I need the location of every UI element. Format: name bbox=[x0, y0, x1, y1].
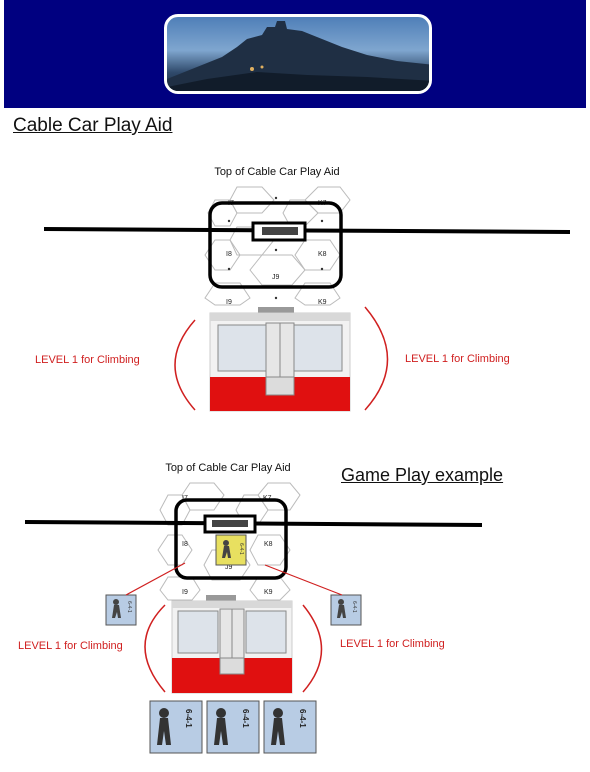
hex-label-i9: I9 bbox=[226, 299, 232, 306]
header-banner bbox=[4, 0, 586, 108]
hex-label-k8: K8 bbox=[318, 251, 327, 258]
example-caption: Top of Cable Car Play Aid bbox=[165, 462, 290, 474]
bottom-counter-1-value: 6-4-1 bbox=[184, 709, 193, 728]
example-cable-grip-wheel bbox=[212, 520, 248, 527]
roof-counter-value: 6-4-1 bbox=[238, 543, 244, 555]
hex-label-i8: I8 bbox=[226, 251, 232, 258]
right-bracket bbox=[364, 306, 389, 411]
example-level-left-label: LEVEL 1 for Climbing bbox=[18, 640, 123, 652]
cable-car-cabin bbox=[209, 307, 351, 412]
example-right-bracket bbox=[302, 604, 323, 693]
right-arrow-line bbox=[264, 564, 343, 596]
bottom-counter-3-value: 6-4-1 bbox=[298, 709, 307, 728]
left-counter-value: 6-4-1 bbox=[126, 601, 132, 613]
bottom-counter-3: 6-4-1 bbox=[263, 700, 317, 754]
bottom-counter-2: 6-4-1 bbox=[206, 700, 260, 754]
castle-photo bbox=[164, 14, 432, 94]
right-counter-value: 6-4-1 bbox=[351, 601, 357, 613]
cable-line bbox=[43, 227, 571, 234]
soldier-counter-on-roof: 6-4-1 bbox=[215, 534, 247, 566]
left-arrow-line bbox=[125, 562, 186, 596]
cable-grip-wheel bbox=[262, 227, 298, 235]
example-left-bracket bbox=[144, 604, 166, 693]
hex-label-k9: K9 bbox=[318, 299, 327, 306]
left-side-counter: 6-4-1 bbox=[105, 594, 137, 626]
bottom-counter-2-value: 6-4-1 bbox=[241, 709, 250, 728]
game-play-example-diagram: Top of Cable Car Play Aid I7 K7 I8 K8 J9… bbox=[0, 455, 590, 765]
left-bracket bbox=[174, 319, 196, 411]
aid-caption: Top of Cable Car Play Aid bbox=[214, 166, 339, 178]
example-hex-label-k8: K8 bbox=[264, 541, 273, 548]
level-left-label: LEVEL 1 for Climbing bbox=[35, 354, 140, 366]
example-hex-label-i9: I9 bbox=[182, 589, 188, 596]
example-hex-label-j9: J9 bbox=[225, 564, 233, 571]
example-cable-car-cabin bbox=[171, 595, 293, 694]
hex-center-dots bbox=[227, 196, 324, 300]
level-right-label: LEVEL 1 for Climbing bbox=[405, 353, 510, 365]
example-hex-label-i8: I8 bbox=[182, 541, 188, 548]
example-cable-car-outline bbox=[174, 498, 288, 580]
example-hex-label-k9: K9 bbox=[264, 589, 273, 596]
hex-label-j9: J9 bbox=[272, 274, 280, 281]
bottom-counter-1: 6-4-1 bbox=[149, 700, 203, 754]
example-heading: Game Play example bbox=[341, 465, 504, 485]
play-aid-diagram: Top of Cable Car Play Aid I7 K7 I8 K8 J9… bbox=[0, 155, 590, 425]
example-level-right-label: LEVEL 1 for Climbing bbox=[340, 638, 445, 650]
cable-car-outline bbox=[208, 201, 343, 289]
right-side-counter: 6-4-1 bbox=[330, 594, 362, 626]
page-title: Cable Car Play Aid bbox=[13, 115, 173, 136]
